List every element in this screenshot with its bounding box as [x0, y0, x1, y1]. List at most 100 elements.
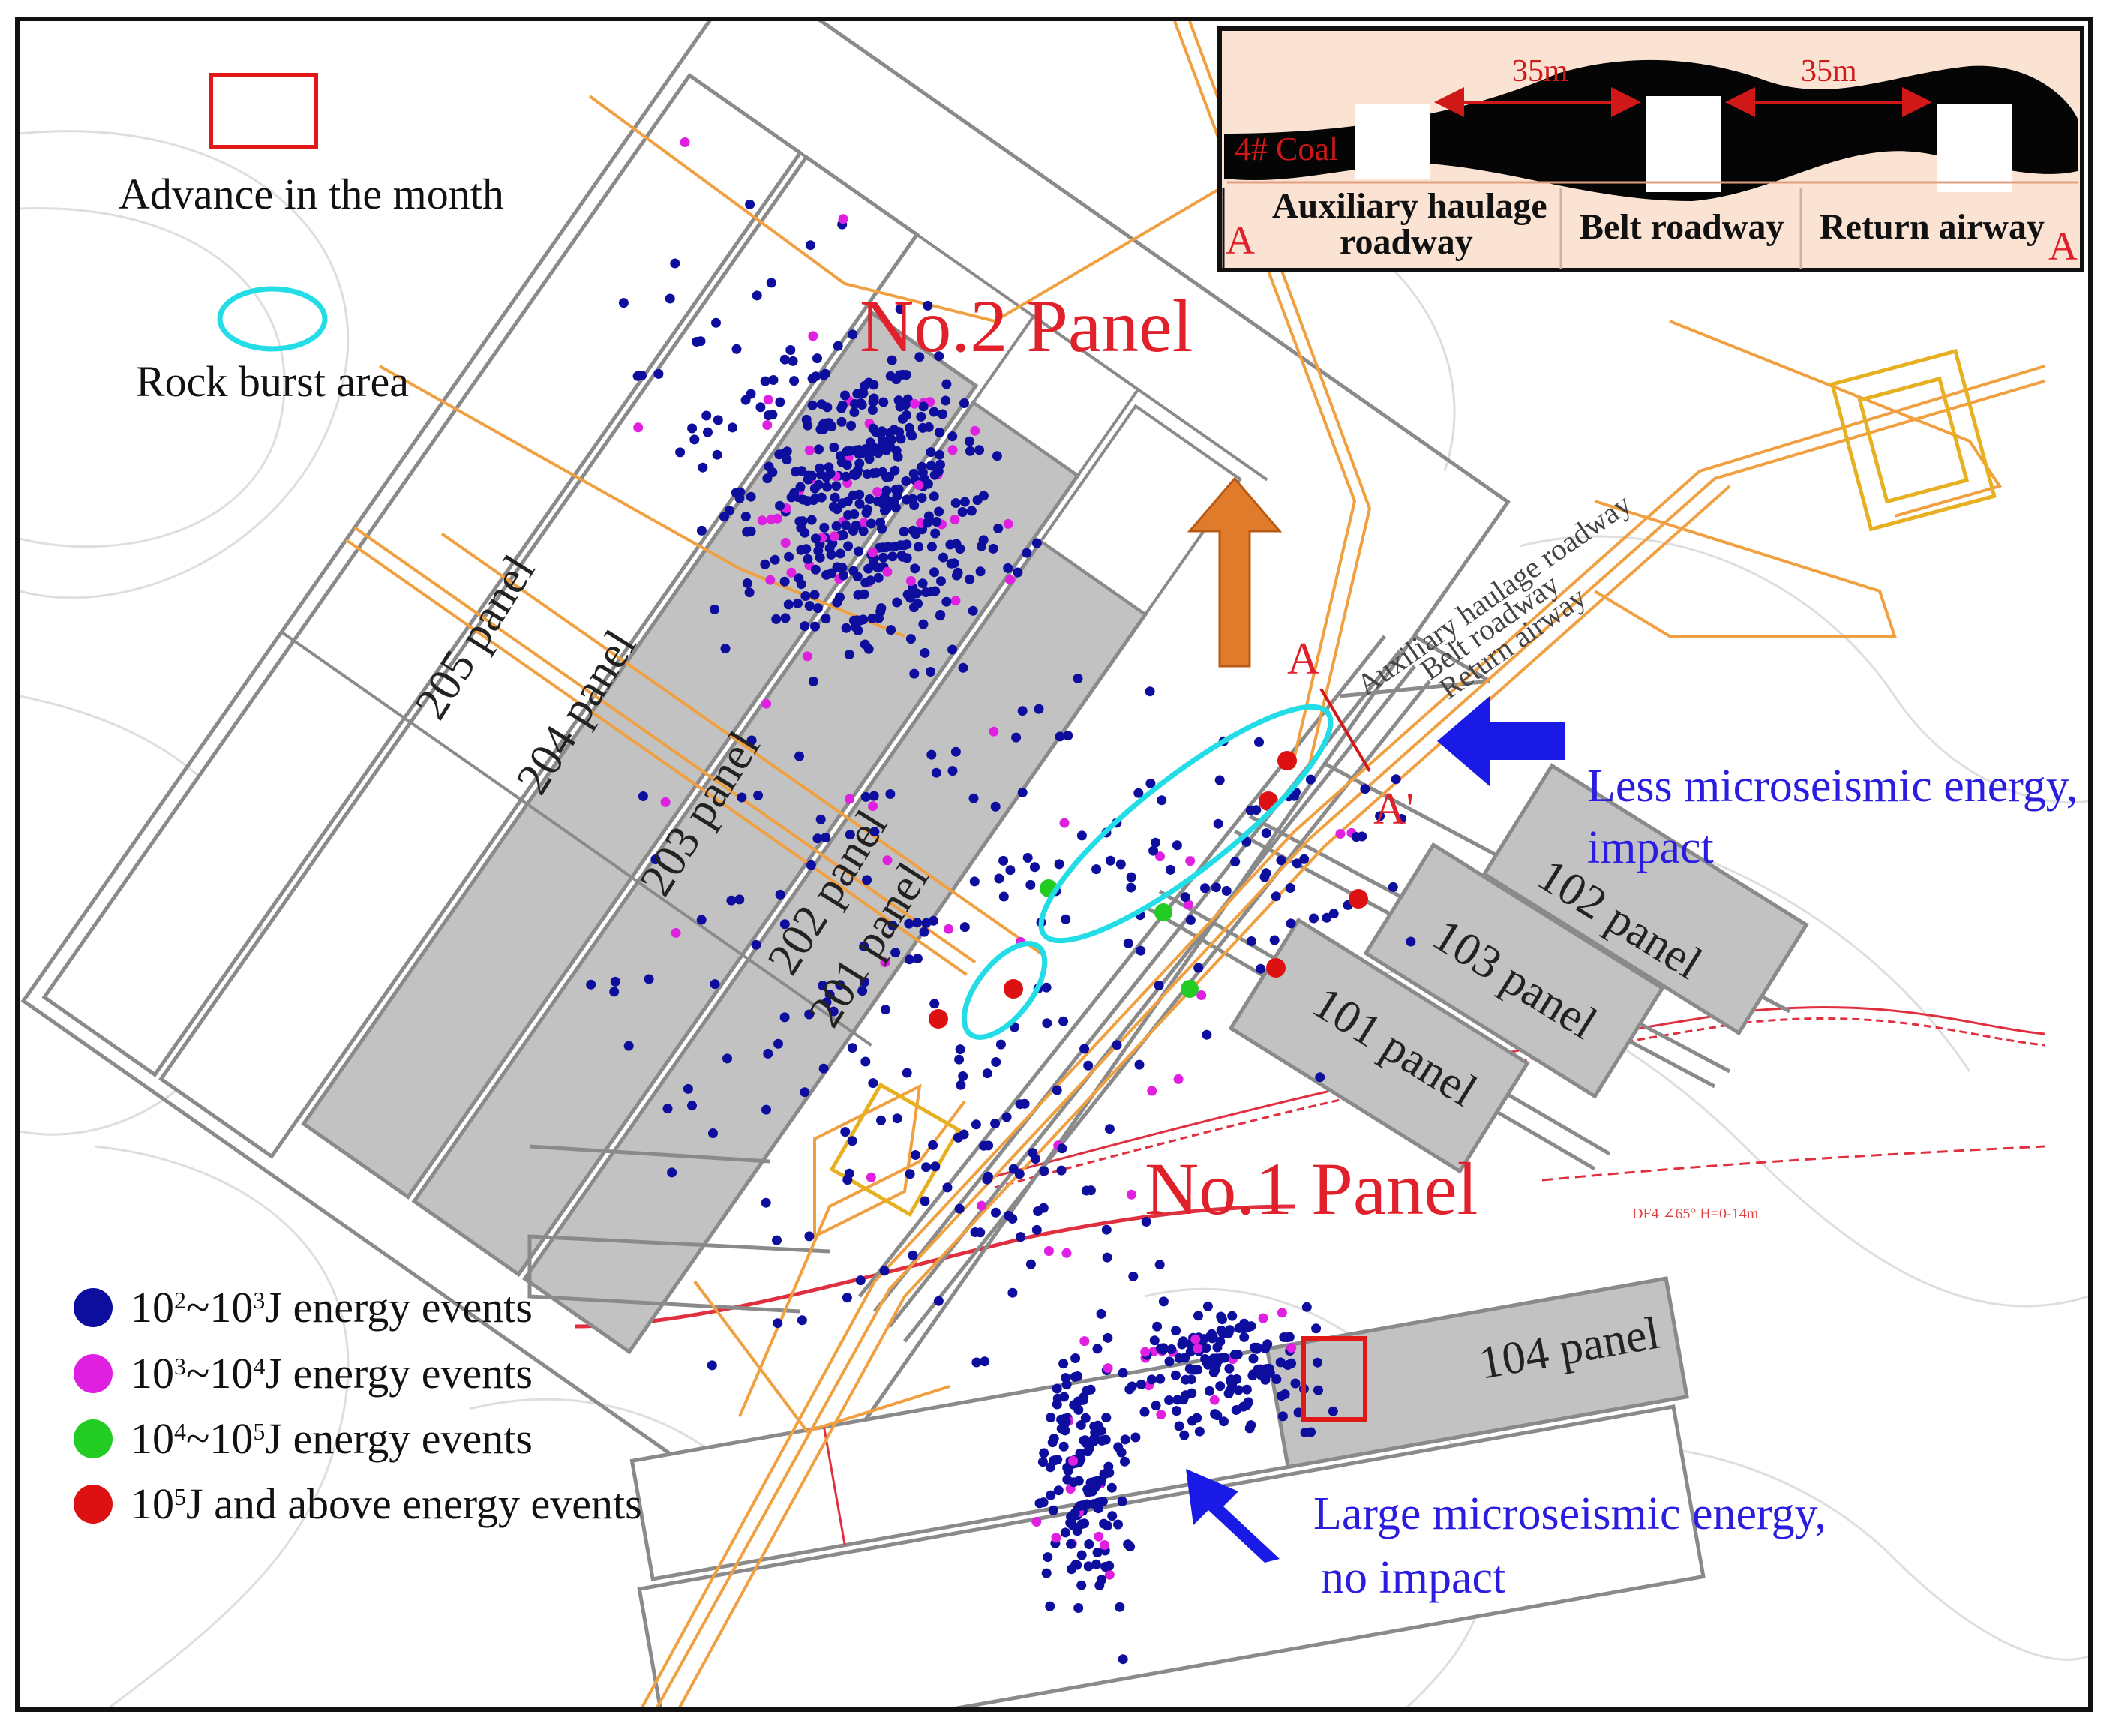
event-dot [1141, 1217, 1151, 1227]
event-dot [898, 551, 908, 562]
event-dot [1225, 1386, 1235, 1395]
event-dot [670, 258, 680, 269]
event-dot [770, 554, 780, 565]
event-dot [969, 876, 980, 887]
event-dot [818, 370, 829, 380]
event-dot [789, 376, 800, 386]
event-dot [784, 551, 794, 562]
mine-map: DF4 ∠65° H=0-14m [20, 21, 2088, 1707]
event-dot [801, 414, 812, 425]
event-dot [936, 576, 946, 587]
event-dot [912, 918, 923, 928]
event-dot [914, 480, 924, 491]
event-dot [1322, 912, 1332, 923]
event-dot [786, 567, 797, 578]
event-dot [1211, 882, 1221, 893]
event-dot [926, 461, 936, 471]
event-dot [1076, 1550, 1087, 1560]
panel-101-shape [1228, 917, 1530, 1174]
event-dot [1047, 1437, 1058, 1448]
event-dot [866, 1172, 876, 1182]
event-dot [1016, 1232, 1026, 1242]
event-dot [941, 596, 952, 607]
event-dot [808, 331, 818, 341]
event-dot [958, 1071, 968, 1081]
event-dot [835, 592, 845, 602]
event-dot [810, 371, 821, 382]
event-dot [938, 552, 948, 563]
event-dot [1256, 963, 1266, 974]
label-203-panel: 203 panel [630, 723, 770, 905]
event-dot [794, 516, 805, 527]
event-dot [860, 791, 871, 802]
event-dot [734, 894, 745, 905]
event-dot [795, 482, 806, 492]
event-dot [835, 451, 845, 461]
event-dot [1266, 958, 1286, 978]
event-dot [1123, 938, 1133, 948]
event-dot [970, 425, 980, 436]
event-dot [1017, 788, 1028, 797]
event-dot [913, 599, 923, 609]
event-dot [917, 422, 928, 433]
event-dot [1081, 1438, 1091, 1449]
event-dot [959, 1129, 969, 1140]
event-dot [931, 517, 941, 527]
event-dot [1309, 913, 1319, 924]
event-dot [966, 506, 977, 516]
microseismic-events [586, 137, 1416, 1665]
event-dot [1126, 882, 1136, 893]
event-dot [965, 574, 975, 584]
event-dot [885, 789, 896, 799]
event-dot [1244, 1423, 1255, 1434]
energy-legend-item-2: 104~105J energy events [74, 1414, 533, 1463]
event-dot [934, 506, 944, 517]
event-dot [1074, 1501, 1085, 1512]
event-dot [1031, 1224, 1042, 1235]
section-aux-line1: Auxiliary haulage [1272, 186, 1547, 226]
event-dot [1216, 1325, 1226, 1335]
event-dot [1041, 1568, 1052, 1578]
event-dot [950, 498, 961, 508]
event-dot [1048, 1505, 1058, 1515]
event-dot [1391, 774, 1401, 785]
event-dot [1130, 1432, 1141, 1443]
event-dot [1042, 1018, 1052, 1029]
event-dot [804, 1009, 815, 1020]
event-dot [1092, 1548, 1103, 1558]
event-dot [1351, 832, 1361, 842]
event-dot [831, 521, 842, 531]
event-dot [1100, 1540, 1109, 1550]
event-dot [1158, 1344, 1169, 1355]
panel-103-shape [1363, 842, 1665, 1099]
event-dot [779, 919, 790, 930]
title-no1-panel: No.1 Panel [1145, 1147, 1478, 1230]
event-dot [879, 1266, 890, 1276]
event-dot [869, 393, 879, 404]
event-dot [923, 511, 934, 521]
event-dot [710, 604, 720, 614]
event-dot [845, 794, 855, 804]
event-dot [931, 767, 941, 778]
event-dot [837, 563, 848, 573]
event-dot [866, 518, 876, 529]
event-dot [1179, 1430, 1190, 1440]
event-dot [1025, 879, 1036, 890]
event-dot [1210, 1364, 1220, 1374]
legend-rockburst-label: Rock burst area [136, 357, 409, 406]
event-dot [992, 451, 1002, 461]
event-dot [824, 990, 835, 1000]
event-dot [1243, 1397, 1253, 1407]
rock-burst-ellipse-main [1038, 704, 1334, 944]
event-dot [1052, 1383, 1062, 1394]
event-dot [1079, 1044, 1090, 1054]
event-dot [910, 563, 920, 574]
event-dot [1022, 548, 1032, 558]
event-dot [1079, 1336, 1090, 1347]
event-dot [765, 575, 776, 585]
event-dot [1075, 1448, 1085, 1458]
event-dot [1058, 1359, 1069, 1369]
event-dot [815, 424, 826, 434]
event-dot [1096, 1308, 1106, 1319]
event-dot [774, 449, 785, 460]
